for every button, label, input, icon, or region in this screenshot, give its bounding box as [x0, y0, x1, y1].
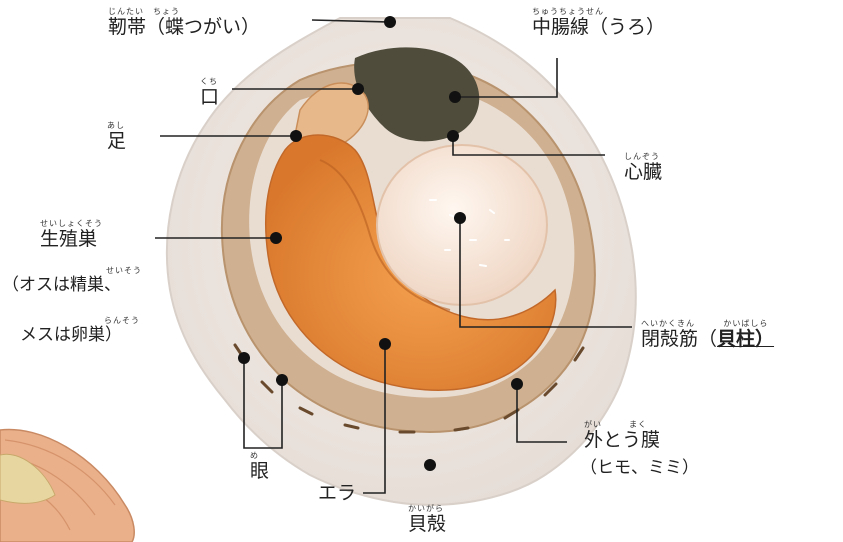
dot-jintai — [384, 16, 396, 28]
dot-kuchi — [352, 83, 364, 95]
label-me: め 眼 — [250, 452, 269, 481]
label-ashi: あし 足 — [107, 122, 126, 151]
label-jintai: じんたい ちょう 靭帯（蝶つがい） — [108, 8, 260, 37]
label-era: エラ — [318, 484, 356, 503]
label-heikakukin: へいかくきん かいばしら 閉殻筋（貝柱） — [641, 320, 774, 349]
dot-gaitomaku — [511, 378, 523, 390]
label-himo-note: （ヒモ、ミミ） — [580, 460, 699, 477]
label-kaibashira: 貝柱） — [717, 328, 774, 350]
label-chuchosen: ちゅうちょうせん 中腸線（うろ） — [532, 8, 665, 37]
dot-heikakukin — [454, 212, 466, 224]
label-osu-note: せいそう （オスは精巣、 — [2, 267, 142, 294]
dot-seishokuso — [270, 232, 282, 244]
label-mesu-note: らんそう メスは卵巣） — [20, 317, 140, 344]
dot-era — [379, 338, 391, 350]
label-shinzo: しんぞう 心臓 — [624, 153, 662, 182]
dot-me-1 — [238, 352, 250, 364]
dot-shinzo — [447, 130, 459, 142]
dot-me-2 — [276, 374, 288, 386]
adductor-muscle — [377, 145, 547, 305]
label-kuchi: くち 口 — [200, 78, 219, 107]
label-kaigara: かいがら 貝殻 — [408, 505, 446, 534]
dot-kaigara — [424, 459, 436, 471]
label-seishokuso: せいしょくそう 生殖巣 — [40, 220, 103, 249]
label-gaitomaku: がい まく 外とう膜 — [584, 421, 660, 450]
dot-chuchosen — [449, 91, 461, 103]
dot-ashi — [290, 130, 302, 142]
